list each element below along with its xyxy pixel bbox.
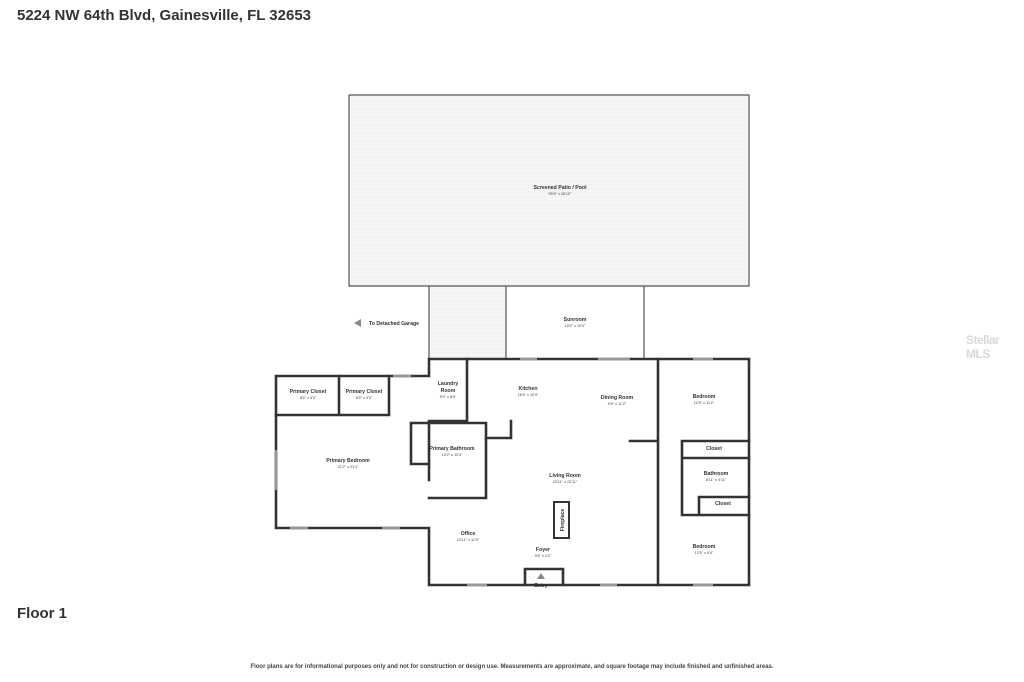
entry-arrow-icon [537,573,545,579]
sunroom-outline [505,285,645,359]
room-dims: 9'8" x 11'2" [608,402,627,406]
room-name: Bedroom [693,544,716,550]
screened-patio-area [349,95,749,286]
laundry-walls [427,357,469,482]
room-name: Laundry [438,381,459,387]
room-name: Closet [715,501,731,507]
window-marks [275,358,713,586]
room-name: Screened Patio / Pool [533,185,587,191]
room-dims: 55'9" x 26'10" [549,192,573,196]
room-name: Dining Room [601,395,634,401]
room-name: Living Room [549,473,581,479]
room-dims: 8'11" x 4'11" [706,478,727,482]
bedroom-wing-walls [628,357,751,587]
room-name: Foyer [536,547,550,553]
primary-closet-walls [274,374,391,417]
entry-label: Entry [534,583,547,589]
garage-arrow-icon [354,319,361,327]
room-name: Primary Closet [346,389,383,395]
room-dims: 12'5" x 11'2" [694,401,715,405]
house-exterior-walls [274,357,751,587]
primary-bath-walls [409,421,488,500]
room-dims: 12'11" x 11'9" [457,538,480,542]
fireplace-label: Fireplace [560,508,566,531]
room-name: Room [441,388,456,394]
room-name: Primary Bathroom [429,446,475,452]
patio-walkway [429,286,506,359]
room-dims: 12'5" x 9'4" [695,551,714,555]
fireplace-box [553,501,570,539]
foyer-walls [523,567,565,587]
room-dims: 6'9" x 5'3" [356,396,373,400]
room-name: Kitchen [518,386,537,392]
disclaimer: Floor plans are for informational purpos… [250,664,774,670]
room-dims: 10'2" x 10'4" [442,453,463,457]
room-dims: 19'2" x 10'0" [565,324,586,328]
kitchen-wall-stub [484,419,513,440]
watermark: Stellar MLS [966,333,1000,361]
property-address: 5224 NW 64th Blvd, Gainesville, FL 32653 [17,7,312,24]
room-name: Bathroom [704,471,729,477]
room-name: Primary Bedroom [326,458,370,464]
room-name: Sunroom [564,317,587,323]
room-dims: 9'5" x 4'2" [535,554,552,558]
room-name: Office [461,531,476,537]
floor-label: Floor 1 [17,605,68,622]
room-dims: 8'5" x 5'3" [300,396,317,400]
room-dims: 23'11" x 22'11" [553,480,578,484]
garage-label: To Detached Garage [369,321,419,327]
room-dims: 21'2" x 21'1" [338,465,359,469]
room-name: Primary Closet [290,389,327,395]
room-name: Bedroom [693,394,716,400]
room-dims: 16'5" x 10'9" [518,393,539,397]
room-dims: 5'0" x 8'6" [440,395,457,399]
room-name: Closet [706,446,722,452]
patio-screen-outline [348,94,750,287]
